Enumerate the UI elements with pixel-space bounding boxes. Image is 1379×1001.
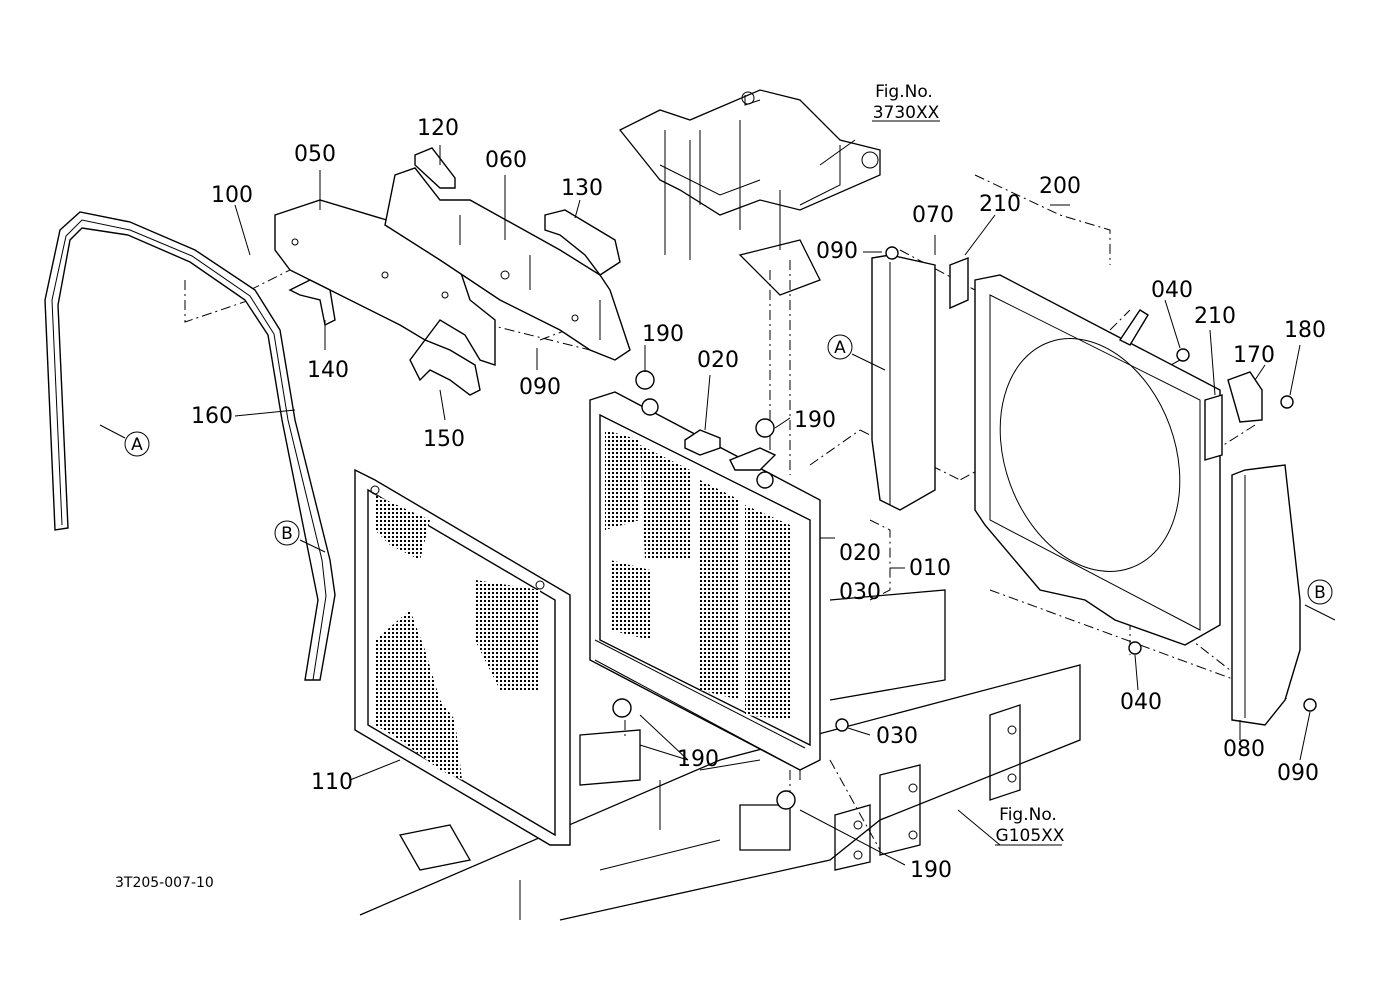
ref-number: G105XX	[996, 826, 1065, 846]
label-190: 190	[794, 408, 836, 433]
label-080: 080	[1223, 737, 1265, 762]
ref-title: Fig.No.	[999, 805, 1057, 825]
label-160: 160	[191, 404, 233, 429]
figure-references: Fig.No. 3730XX Fig.No. G105XX	[873, 82, 1065, 846]
figure-code: 3T205-007-10	[115, 875, 214, 891]
label-190: 190	[642, 322, 684, 347]
label-210: 210	[979, 192, 1021, 217]
label-170: 170	[1233, 343, 1275, 368]
label-040: 040	[1151, 278, 1193, 303]
part-160-seal	[44, 211, 336, 681]
label-050: 050	[294, 142, 336, 167]
label-190: 190	[910, 858, 952, 883]
parts-brackets	[288, 147, 621, 396]
label-150: 150	[423, 427, 465, 452]
label-180: 180	[1284, 318, 1326, 343]
label-010: 010	[909, 556, 951, 581]
label-130: 130	[561, 176, 603, 201]
part-080-plate	[1231, 464, 1301, 726]
view-marker-a: A	[131, 435, 143, 455]
part-070-plate	[871, 246, 936, 511]
label-120: 120	[417, 116, 459, 141]
label-200: 200	[1039, 174, 1081, 199]
label-100: 100	[211, 183, 253, 208]
label-090: 090	[816, 239, 858, 264]
view-marker-a: A	[834, 338, 846, 358]
label-070: 070	[912, 203, 954, 228]
lower-frame	[359, 589, 1081, 921]
label-020: 020	[697, 348, 739, 373]
upper-frame	[618, 89, 881, 296]
label-020: 020	[839, 541, 881, 566]
label-030: 030	[876, 724, 918, 749]
part-110-screen	[354, 468, 571, 846]
ref-number: 3730XX	[873, 103, 940, 123]
label-030: 030	[839, 580, 881, 605]
label-110: 110	[311, 770, 353, 795]
label-060: 060	[485, 148, 527, 173]
label-090: 090	[1277, 761, 1319, 786]
leader-lines	[234, 120, 1311, 866]
view-marker-b: B	[281, 524, 293, 544]
part-200-shroud	[949, 256, 1317, 712]
view-markers: A B A B	[99, 334, 1336, 621]
part-060-plate	[384, 167, 631, 361]
view-marker-b: B	[1314, 583, 1326, 603]
part-010-radiator	[589, 370, 849, 810]
label-190: 190	[677, 747, 719, 772]
label-090: 090	[519, 375, 561, 400]
label-040: 040	[1120, 690, 1162, 715]
part-labels: 050 120 060 130 100 140 150 160 090 190 …	[191, 116, 1326, 883]
label-210: 210	[1194, 304, 1236, 329]
ref-title: Fig.No.	[875, 82, 933, 102]
label-140: 140	[307, 358, 349, 383]
